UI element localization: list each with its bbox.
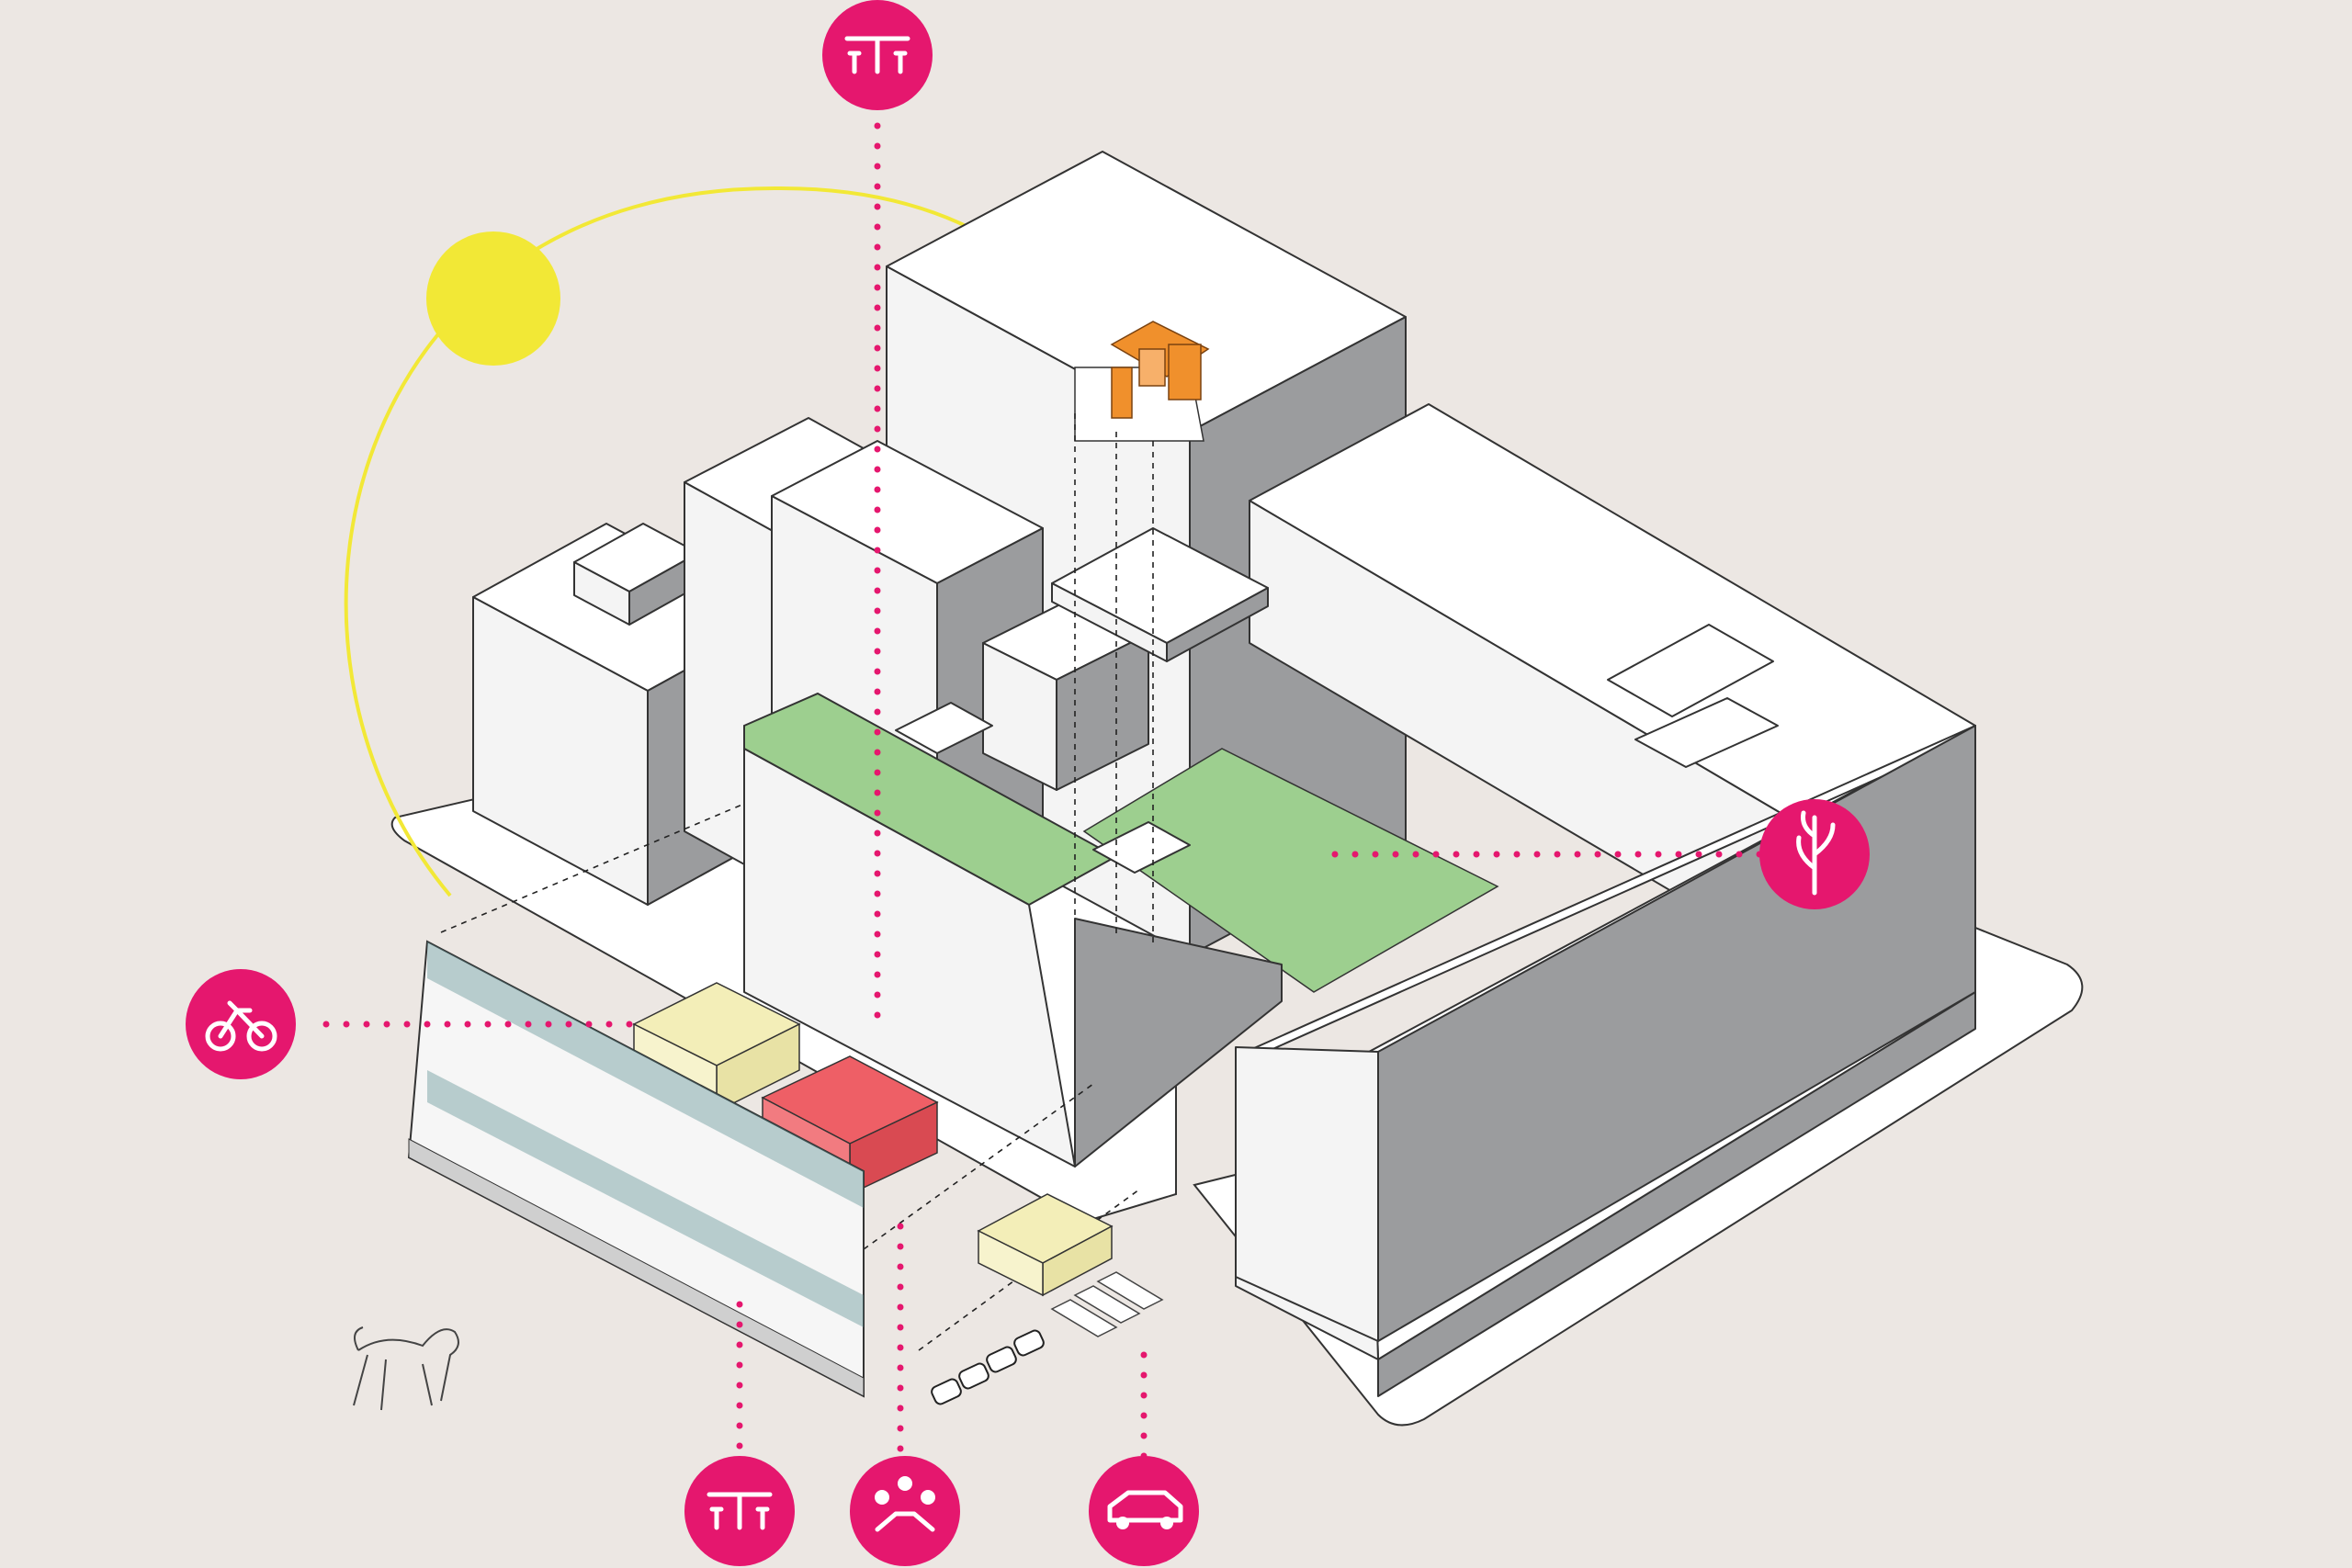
bicycle-icon bbox=[186, 969, 296, 1079]
right-long-building bbox=[1235, 403, 1976, 1397]
community-meeting-icon bbox=[850, 1456, 960, 1566]
courtyard-green bbox=[1082, 748, 1499, 993]
dog-sketch-icon bbox=[353, 1326, 459, 1411]
sun-icon bbox=[426, 231, 560, 366]
dining-table-icon-top bbox=[822, 0, 933, 110]
parking-and-crosswalk bbox=[931, 1271, 1164, 1405]
amenity-icons bbox=[186, 0, 1870, 1566]
leader-lines bbox=[322, 102, 1763, 1464]
balcony-module bbox=[1051, 527, 1269, 662]
car-icon bbox=[1089, 1456, 1199, 1566]
program-volumes bbox=[632, 982, 1114, 1297]
exploded-facade-panel bbox=[407, 940, 865, 1398]
rooftop-equipment bbox=[1110, 321, 1210, 419]
dining-table-icon-bottom bbox=[684, 1456, 795, 1566]
planting-icon bbox=[1759, 799, 1870, 909]
central-frame-building bbox=[743, 692, 1283, 1168]
